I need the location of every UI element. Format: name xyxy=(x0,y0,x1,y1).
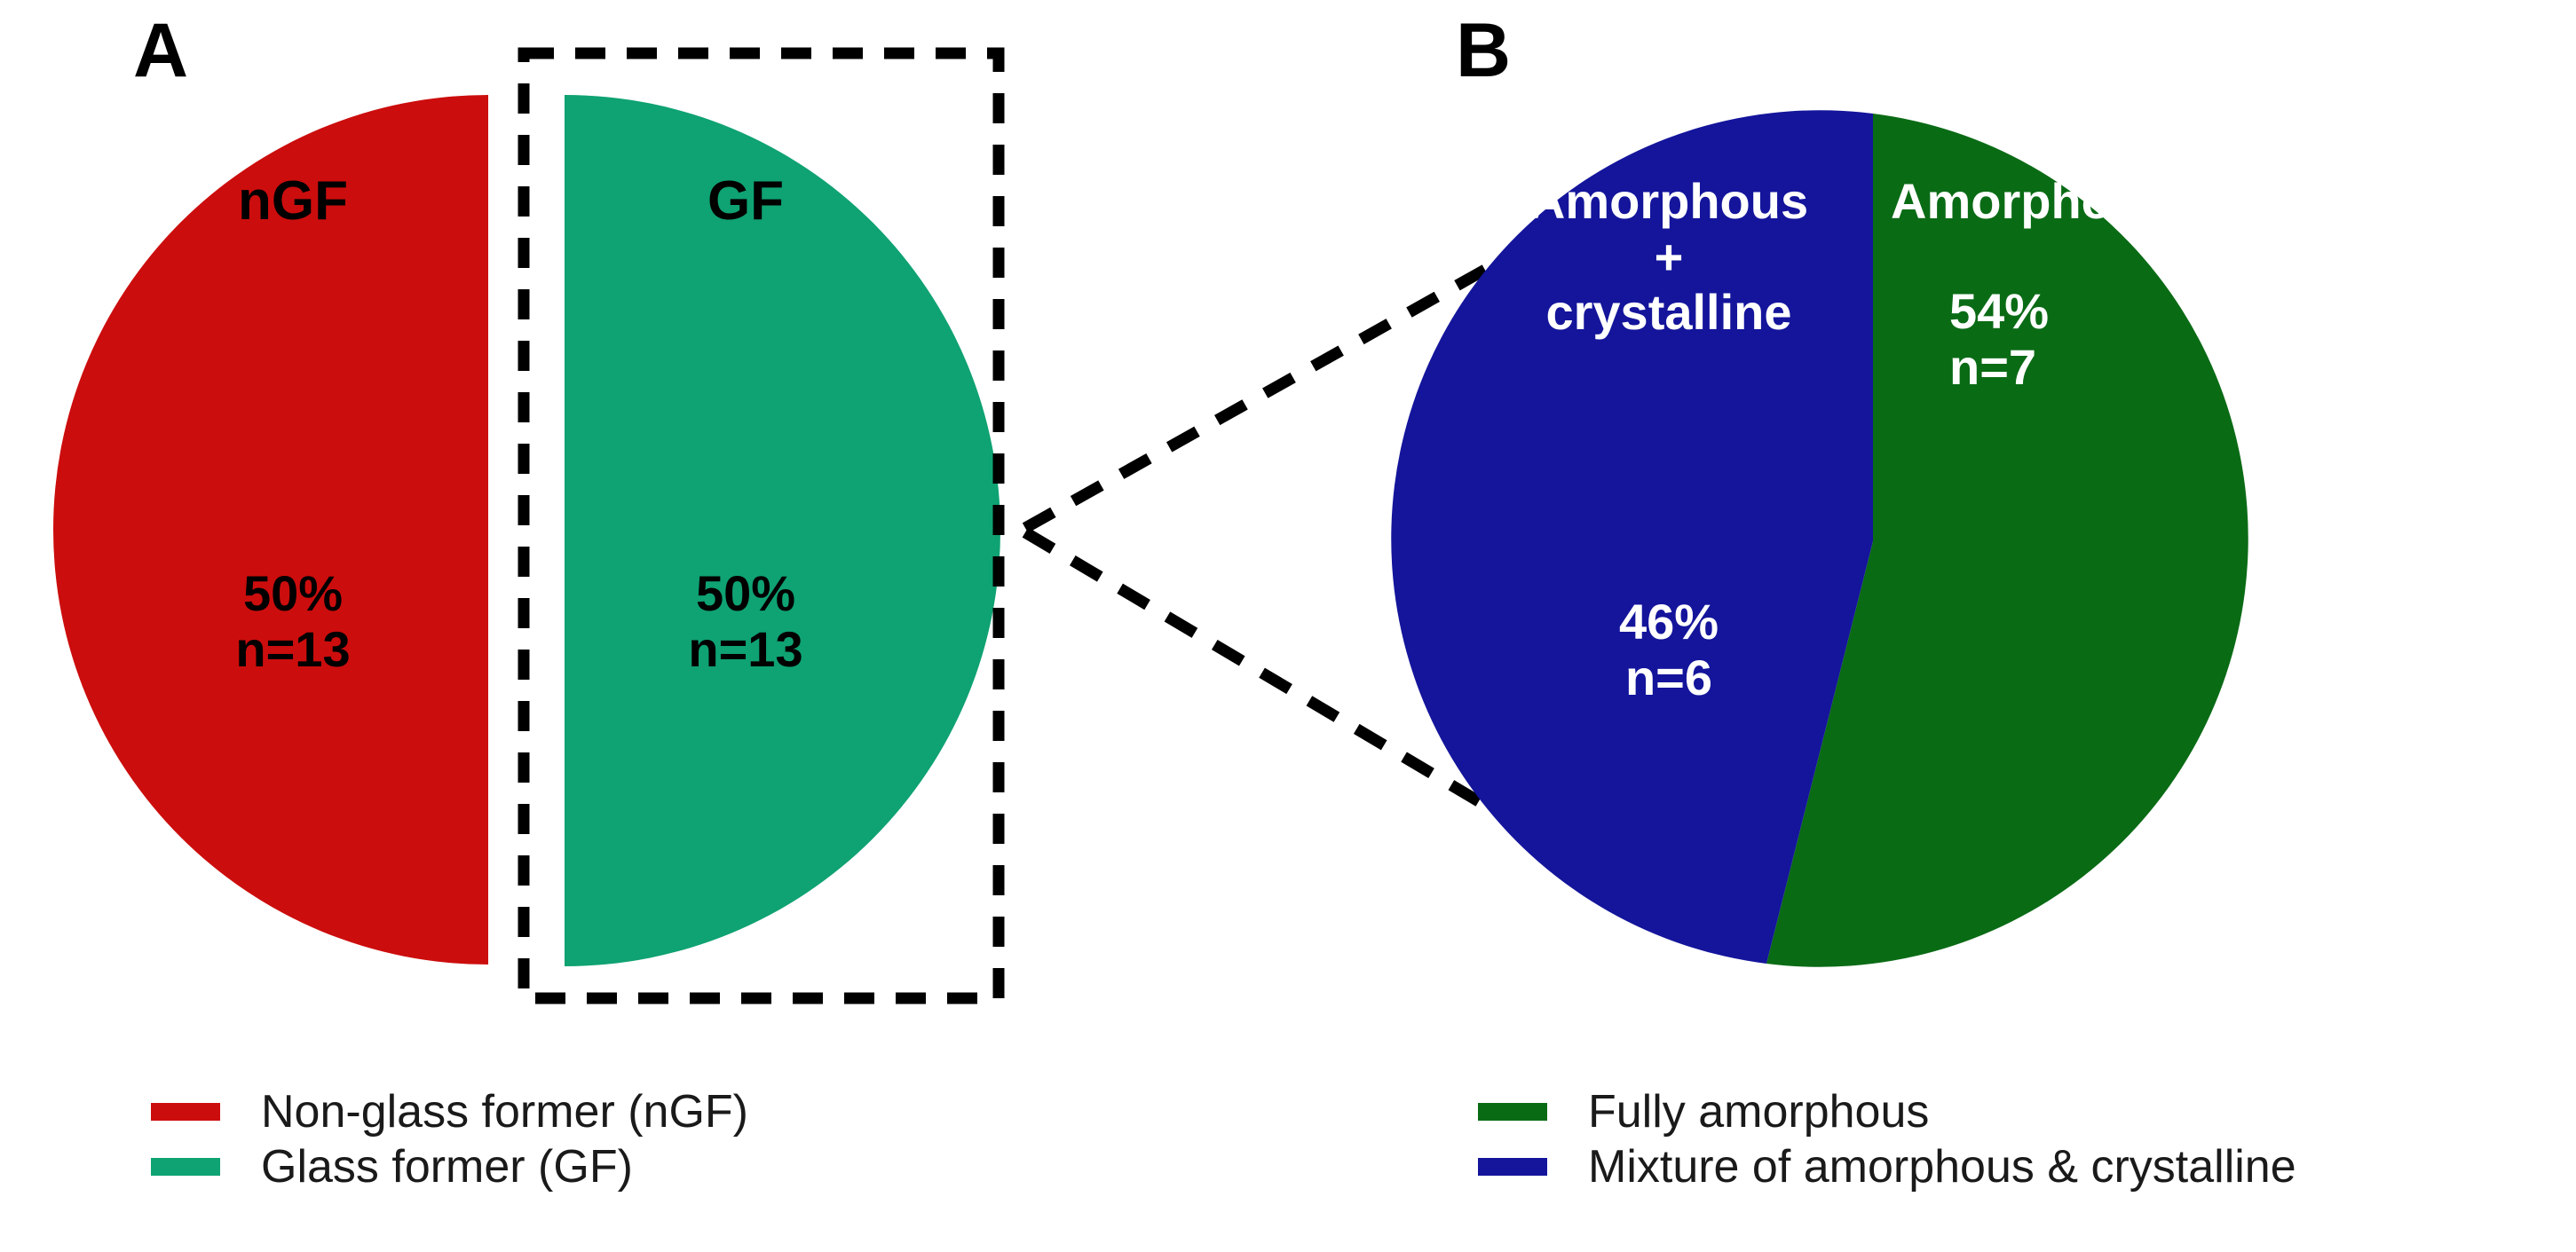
legend-swatch-glass-former xyxy=(151,1158,220,1176)
panel-letter-b: B xyxy=(1456,8,1512,93)
legend-swatch-mixture xyxy=(1478,1158,1547,1176)
legend-swatch-fully-amorphous xyxy=(1478,1103,1547,1121)
pie-slice-gf[interactable] xyxy=(565,95,1000,966)
pie-slice-amorphous[interactable] xyxy=(1766,114,2248,967)
legend-label-non-glass-former: Non-glass former (nGF) xyxy=(261,1086,748,1138)
pie-slice-ngf[interactable] xyxy=(53,95,488,965)
legend-label-glass-former: Glass former (GF) xyxy=(261,1141,633,1193)
legend-item-non-glass-former[interactable]: Non-glass former (nGF) xyxy=(151,1084,748,1139)
legend-item-glass-former[interactable]: Glass former (GF) xyxy=(151,1139,748,1194)
legend-panel-b: Fully amorphous Mixture of amorphous & c… xyxy=(1478,1084,2296,1194)
dashed-highlight-box xyxy=(518,47,1005,1004)
pie-slice-amorphous-crystalline[interactable] xyxy=(1391,110,1873,964)
legend-label-fully-amorphous: Fully amorphous xyxy=(1588,1086,1930,1138)
legend-label-mixture: Mixture of amorphous & crystalline xyxy=(1588,1141,2296,1193)
legend-swatch-non-glass-former xyxy=(151,1103,220,1121)
legend-item-mixture[interactable]: Mixture of amorphous & crystalline xyxy=(1478,1139,2296,1194)
legend-item-fully-amorphous[interactable]: Fully amorphous xyxy=(1478,1084,2296,1139)
legend-panel-a: Non-glass former (nGF) Glass former (GF) xyxy=(151,1084,748,1194)
panel-letter-a: A xyxy=(133,8,189,93)
